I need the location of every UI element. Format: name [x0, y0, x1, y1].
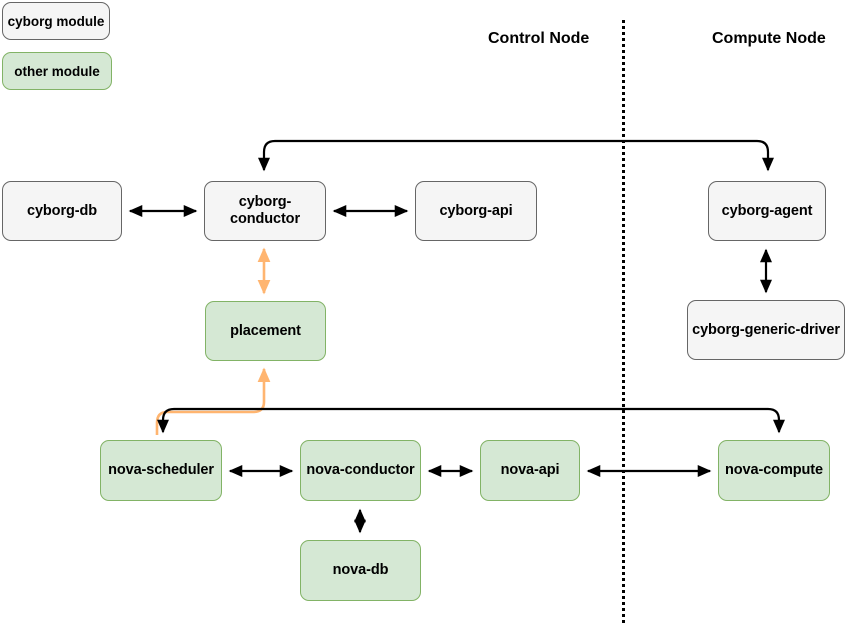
node-label-placement: placement [230, 322, 301, 339]
node-label-cyborg-api: cyborg-api [439, 202, 513, 219]
edge-top-bus-conductor-agent [257, 139, 775, 172]
node-label-cyborg-agent: cyborg-agent [721, 202, 813, 219]
node-label-cyborg-generic-driver: cyborg-generic-driver [692, 321, 840, 338]
node-cyborg-conductor[interactable]: cyborg-conductor [204, 181, 326, 241]
node-cyborg-api[interactable]: cyborg-api [415, 181, 537, 241]
node-cyborg-db[interactable]: cyborg-db [2, 181, 122, 241]
node-nova-db[interactable]: nova-db [300, 540, 421, 601]
node-label-nova-compute: nova-compute [725, 462, 823, 479]
node-label-cyborg-conductor: cyborg-conductor [230, 194, 300, 227]
section-title-control-node: Control Node [488, 30, 590, 47]
node-label-nova-db: nova-db [332, 562, 389, 579]
section-title-compute-node: Compute Node [712, 30, 826, 47]
node-nova-scheduler[interactable]: nova-scheduler [100, 440, 222, 501]
edge-nova-scheduler-to-placement [155, 367, 271, 435]
node-boundary-divider [622, 20, 625, 623]
node-nova-api[interactable]: nova-api [480, 440, 580, 501]
edge-lower-bus-scheduler-compute [156, 407, 786, 434]
legend-label-cyborg-module: cyborg module [7, 13, 105, 29]
legend-item-cyborg-module: cyborg module [2, 2, 110, 40]
node-label-nova-scheduler: nova-scheduler [108, 462, 214, 479]
legend-item-other-module: other module [2, 52, 112, 90]
node-label-nova-conductor: nova-conductor [306, 462, 415, 479]
node-label-nova-api: nova-api [500, 462, 560, 479]
node-nova-conductor[interactable]: nova-conductor [300, 440, 421, 501]
node-nova-compute[interactable]: nova-compute [718, 440, 830, 501]
node-label-cyborg-db: cyborg-db [27, 202, 97, 219]
node-cyborg-generic-driver[interactable]: cyborg-generic-driver [687, 300, 845, 360]
legend-label-other-module: other module [14, 63, 100, 79]
node-cyborg-agent[interactable]: cyborg-agent [708, 181, 826, 241]
node-placement[interactable]: placement [205, 301, 326, 361]
